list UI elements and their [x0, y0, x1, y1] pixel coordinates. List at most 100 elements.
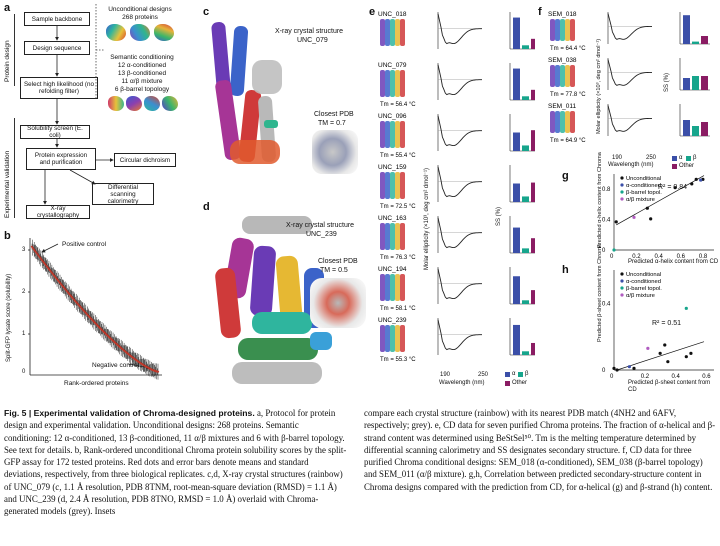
panel-h-fit-line [616, 341, 705, 371]
panel-e-bar [531, 182, 535, 202]
panel-h-label: h [562, 264, 569, 276]
panel-e-thumb-ribbon [395, 19, 400, 46]
panel-g-xtick-0: 0 [610, 254, 614, 260]
box-dsc: Differential scanning calorimetry [92, 183, 154, 205]
panel-h-legend-marker [620, 293, 624, 297]
panel-g-legend-marker [620, 183, 624, 187]
panel-e-thumb-ribbon [390, 223, 395, 250]
panel-d-pdb2: TM = 0.5 [320, 267, 348, 274]
panel-f-label: f [538, 6, 542, 18]
panel-f-bar [683, 120, 690, 136]
panel-e-thumb-ribbon [395, 121, 400, 148]
panel-f-bar [683, 15, 690, 44]
panel-c-pdb2: TM = 0.7 [318, 120, 346, 127]
uncond-protein-thumbs [106, 24, 176, 42]
panel-h-r2: R² = 0.51 [652, 320, 681, 327]
panel-h-xtick-3: 0.6 [702, 374, 711, 380]
panel-e-tm-1: Tm = 56.4 °C [380, 102, 416, 108]
panel-h-legend-marker [620, 272, 624, 276]
panel-b-ytick-2: 1 [22, 331, 26, 337]
panel-f-name-0: SEM_018 [548, 11, 577, 18]
panel-e-bar [531, 130, 535, 151]
panel-c-inset [312, 130, 358, 174]
panel-e-tm-2: Tm = 55.4 °C [380, 153, 416, 159]
panel-h-legend-marker [620, 279, 624, 283]
panel-f-bar [692, 76, 699, 90]
panel-h-ytick-1: 0.4 [602, 301, 611, 307]
panel-f-thumb-0 [550, 19, 575, 41]
panel-f-thumb-ribbon [550, 65, 555, 87]
panel-e-xtick-1: 250 [478, 372, 489, 378]
panel-f-thumb-ribbon [570, 65, 575, 87]
panel-g-point [645, 206, 649, 210]
panel-e-thumb-ribbon [395, 70, 400, 97]
panel-e-xtick-0: 190 [440, 372, 451, 378]
panel-e-legend-beta-swatch [518, 372, 523, 377]
caption-column-2: compare each crystal structure (rainbow)… [364, 407, 716, 493]
panel-f-thumb-ribbon [565, 111, 570, 133]
panel-e-legend-alpha-swatch [505, 372, 510, 377]
panel-e-thumb-ribbon [380, 121, 385, 148]
panel-c-structure [208, 20, 298, 200]
panel-e-tm-6: Tm = 55.3 °C [380, 357, 416, 363]
panel-g-legend-marker [620, 197, 624, 201]
panel-f-cd-curve [607, 105, 653, 132]
panel-e-thumb-ribbon [385, 19, 390, 46]
panel-f-legend-alpha: α [679, 155, 683, 161]
box-design-sequence: Design sequence [24, 41, 90, 55]
panel-e-thumb-ribbon [385, 70, 390, 97]
panel-e-cd-curve [437, 115, 483, 147]
panel-e-thumb-ribbon [395, 172, 400, 199]
panel-e-bar [522, 351, 529, 355]
panel-f-thumb-1 [550, 65, 575, 87]
panel-b-xlabel: Rank-ordered proteins [64, 380, 129, 387]
panel-h-legend-1: α-conditioned [626, 279, 661, 285]
panel-g-legend-2: β-barrel topol. [626, 190, 662, 196]
panel-e-thumb-ribbon [400, 274, 405, 301]
caption-col2-text: compare each crystal structure (rainbow)… [364, 408, 716, 492]
panel-a-arrows [43, 4, 114, 205]
panel-e-bar [522, 196, 529, 202]
panel-g-ytick-2: 0.8 [602, 187, 611, 193]
panel-b-plot [28, 238, 162, 380]
panel-f-bar [701, 122, 708, 136]
panel-f-legend-beta: β [693, 155, 697, 161]
box-solubility-screen: Solubility screen (E. coli) [20, 125, 90, 139]
panel-e-thumb-0 [380, 19, 405, 46]
panel-c-pdb1: Closest PDB [314, 111, 354, 118]
panel-g-point [614, 220, 618, 224]
panel-f-bar [701, 36, 708, 44]
panel-e-thumb-3 [380, 172, 405, 199]
cond-line-3: 6 β-barrel topology [114, 86, 170, 93]
panel-g-point [673, 186, 677, 190]
panel-f-tm-1: Tm = 77.8 °C [550, 92, 586, 98]
panel-g-fit-line [616, 175, 705, 226]
panel-h-point [615, 368, 619, 372]
panel-g-point [690, 182, 694, 186]
caption-column-1: Fig. 5 | Experimental validation of Chro… [4, 407, 348, 518]
panel-e-cd-curve [437, 166, 483, 198]
panel-d-structure [212, 212, 342, 392]
panel-e-thumb-ribbon [390, 274, 395, 301]
panel-g-xtick-4: 0.8 [699, 254, 708, 260]
panel-e-label: e [369, 6, 376, 18]
panel-e-cd-curve [437, 268, 483, 300]
panel-g-legend-3: α/β mixture [626, 197, 655, 203]
panel-e-xlabel: Wavelength (nm) [439, 380, 485, 386]
panel-c-title1: X-ray crystal structure [275, 28, 344, 35]
panel-e-bar [513, 68, 520, 100]
panel-e-cd-curve [437, 217, 483, 249]
panel-f-thumb-ribbon [565, 65, 570, 87]
panel-h-ytick-0: 0 [602, 368, 606, 374]
panel-h-point [612, 366, 616, 370]
protein-design-bracket [14, 14, 15, 86]
panel-f-thumb-ribbon [570, 111, 575, 133]
box-xray: X-ray crystallography [26, 205, 90, 219]
panel-e-tm-5: Tm = 58.1 °C [380, 306, 416, 312]
panel-e-bar [522, 300, 529, 304]
panel-e-bar [513, 227, 520, 253]
panel-e-bar [513, 17, 520, 49]
panel-e-thumb-ribbon [400, 223, 405, 250]
